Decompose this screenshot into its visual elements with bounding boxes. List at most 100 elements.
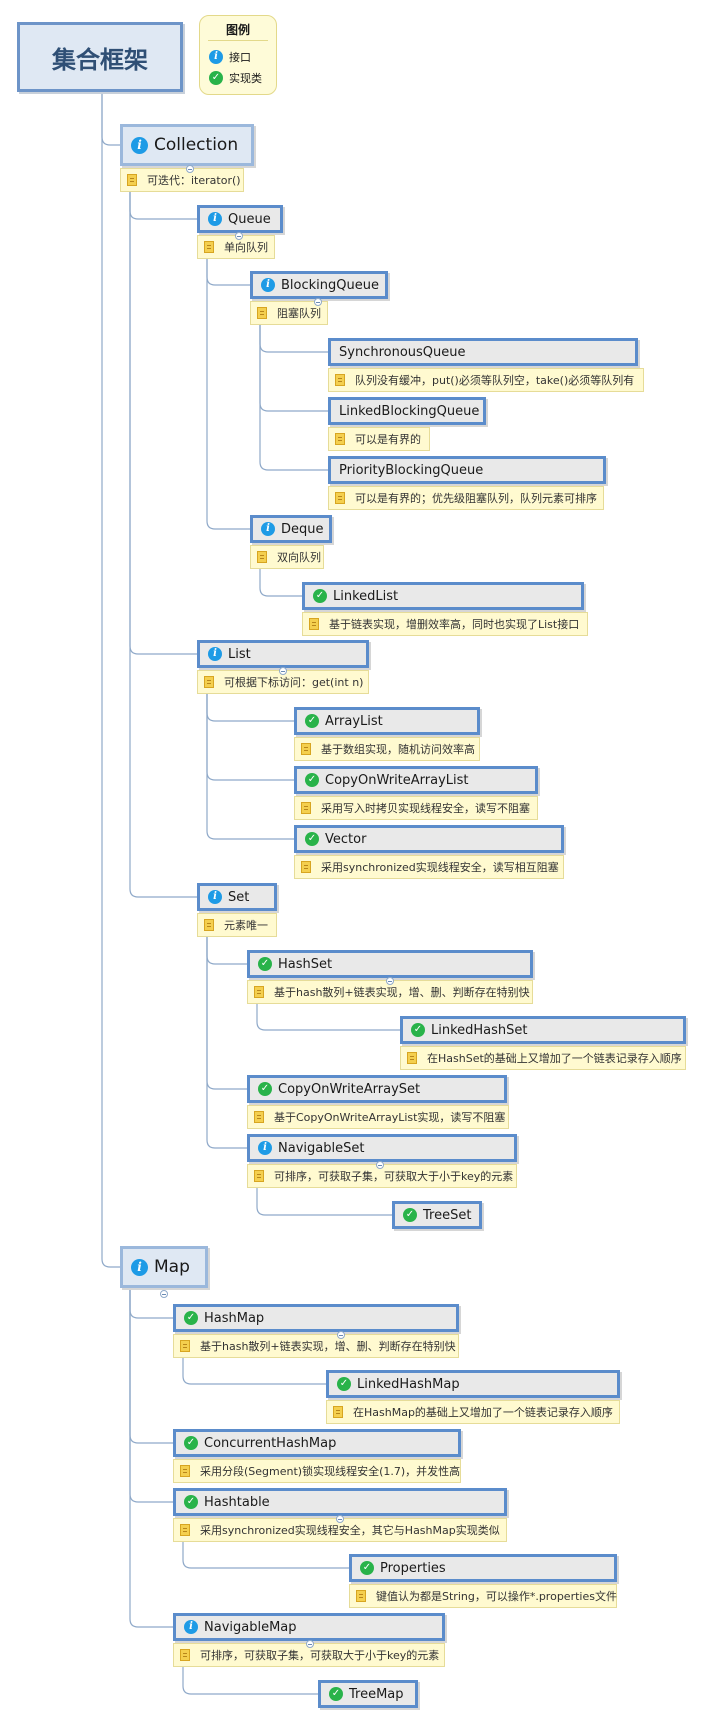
note-linkedhashset: 在HashSet的基础上又增加了一个链表记录存入顺序 (400, 1046, 686, 1070)
topic-label: Hashtable (204, 1494, 270, 1510)
connector-line (256, 1004, 400, 1031)
connector-line (206, 937, 247, 1149)
note-icon (180, 1340, 190, 1352)
topic-synchronousqueue[interactable]: SynchronousQueue (328, 338, 638, 366)
note-linkedlist: 基于链表实现，增删效率高，同时也实现了List接口 (302, 612, 588, 636)
note-text: 单向队列 (224, 241, 268, 254)
connector-line (206, 259, 250, 286)
topic-label: LinkedList (333, 588, 399, 604)
check-icon (209, 71, 223, 85)
topic-label: Vector (325, 831, 367, 847)
topic-linkedhashset[interactable]: LinkedHashSet (400, 1016, 686, 1044)
topic-list[interactable]: i List (197, 640, 369, 668)
collapse-toggle-blockingqueue[interactable] (314, 298, 322, 306)
topic-label: Collection (154, 135, 239, 155)
collapse-toggle-navigableset[interactable] (376, 1161, 384, 1169)
collapse-toggle-list[interactable] (279, 667, 287, 675)
topic-hashtable[interactable]: Hashtable (173, 1488, 507, 1516)
connector-line (129, 192, 197, 655)
check-icon (411, 1023, 425, 1037)
legend-title: 图例 (225, 23, 250, 37)
note-text: 基于hash散列+链表实现，增、删、判断存在特别快 (274, 986, 530, 999)
connector-line (206, 694, 294, 722)
connector-line (206, 694, 294, 840)
info-icon: i (261, 522, 275, 536)
info-icon: i (208, 890, 222, 904)
topic-linkedhashmap[interactable]: LinkedHashMap (326, 1370, 620, 1398)
note-text: 基于数组实现，随机访问效率高 (321, 743, 475, 756)
note-text: 可以是有界的 (355, 433, 421, 446)
topic-priorityblockingqueue[interactable]: PriorityBlockingQueue (328, 456, 606, 484)
topic-navigableset[interactable]: i NavigableSet (247, 1134, 517, 1162)
note-deque: 双向队列 (250, 545, 324, 569)
info-icon: i (208, 212, 222, 226)
topic-label: HashMap (204, 1310, 265, 1326)
topic-label: ArrayList (325, 713, 383, 729)
connector-line (182, 1358, 326, 1385)
note-icon (180, 1649, 190, 1661)
connector-line (256, 1188, 392, 1216)
note-text: 键值认为都是String，可以操作*.properties文件 (376, 1590, 617, 1603)
topic-linkedlist[interactable]: LinkedList (302, 582, 584, 610)
check-icon (305, 773, 319, 787)
topic-hashmap[interactable]: HashMap (173, 1304, 459, 1332)
topic-concurrenthashmap[interactable]: ConcurrentHashMap (173, 1429, 461, 1457)
topic-linkedblockingqueue[interactable]: LinkedBlockingQueue (328, 397, 486, 425)
collapse-toggle-queue[interactable] (235, 232, 243, 240)
topic-arraylist[interactable]: ArrayList (294, 707, 480, 735)
collapse-toggle-collection[interactable] (186, 165, 194, 173)
topic-label: Map (154, 1257, 190, 1277)
note-text: 基于hash散列+链表实现，增、删、判断存在特别快 (200, 1340, 456, 1353)
note-icon (254, 1170, 264, 1182)
connector-line (129, 192, 197, 898)
info-icon: i (208, 647, 222, 661)
topic-copyonwritearraylist[interactable]: CopyOnWriteArrayList (294, 766, 538, 794)
note-icon (335, 492, 345, 504)
root-topic[interactable]: 集合框架 (17, 22, 183, 92)
connector-line (206, 259, 250, 530)
check-icon (329, 1687, 343, 1701)
check-icon (258, 1082, 272, 1096)
check-icon (258, 957, 272, 971)
topic-hashset[interactable]: HashSet (247, 950, 533, 978)
note-icon (127, 174, 137, 186)
collapse-toggle-hashtable[interactable] (336, 1515, 344, 1523)
check-icon (184, 1495, 198, 1509)
topic-label: CopyOnWriteArraySet (278, 1081, 421, 1097)
topic-label: LinkedHashSet (431, 1022, 528, 1038)
info-icon: i (258, 1141, 272, 1155)
topic-label: List (228, 646, 251, 662)
collapse-toggle-hashset[interactable] (386, 977, 394, 985)
collapse-toggle-hashmap[interactable] (337, 1331, 345, 1339)
connector-line (259, 569, 302, 597)
collapse-toggle-navigablemap[interactable] (306, 1640, 314, 1648)
topic-label: BlockingQueue (281, 277, 379, 293)
note-text: 采用synchronized实现线程安全，读写相互阻塞 (321, 861, 559, 874)
info-icon: i (209, 50, 223, 64)
topic-treeset[interactable]: TreeSet (392, 1201, 482, 1229)
note-icon (301, 861, 311, 873)
topic-treemap[interactable]: TreeMap (318, 1680, 418, 1708)
note-text: 基于链表实现，增删效率高，同时也实现了List接口 (329, 618, 580, 631)
topic-copyonwritearrayset[interactable]: CopyOnWriteArraySet (247, 1075, 507, 1103)
collapse-toggle-map[interactable] (160, 1290, 168, 1298)
note-linkedhashmap: 在HashMap的基础上又增加了一个链表记录存入顺序 (326, 1400, 620, 1424)
note-icon (204, 919, 214, 931)
topic-label: NavigableSet (278, 1140, 365, 1156)
topic-properties[interactable]: Properties (349, 1554, 617, 1582)
connector-line (206, 937, 247, 965)
note-icon (257, 307, 267, 319)
note-collection: 可迭代：iterator() (120, 168, 244, 192)
legend-interface-label: 接口 (229, 51, 251, 64)
topic-vector[interactable]: Vector (294, 825, 564, 853)
note-text: 采用分段(Segment)锁实现线程安全(1.7)，并发性高 (200, 1465, 461, 1478)
